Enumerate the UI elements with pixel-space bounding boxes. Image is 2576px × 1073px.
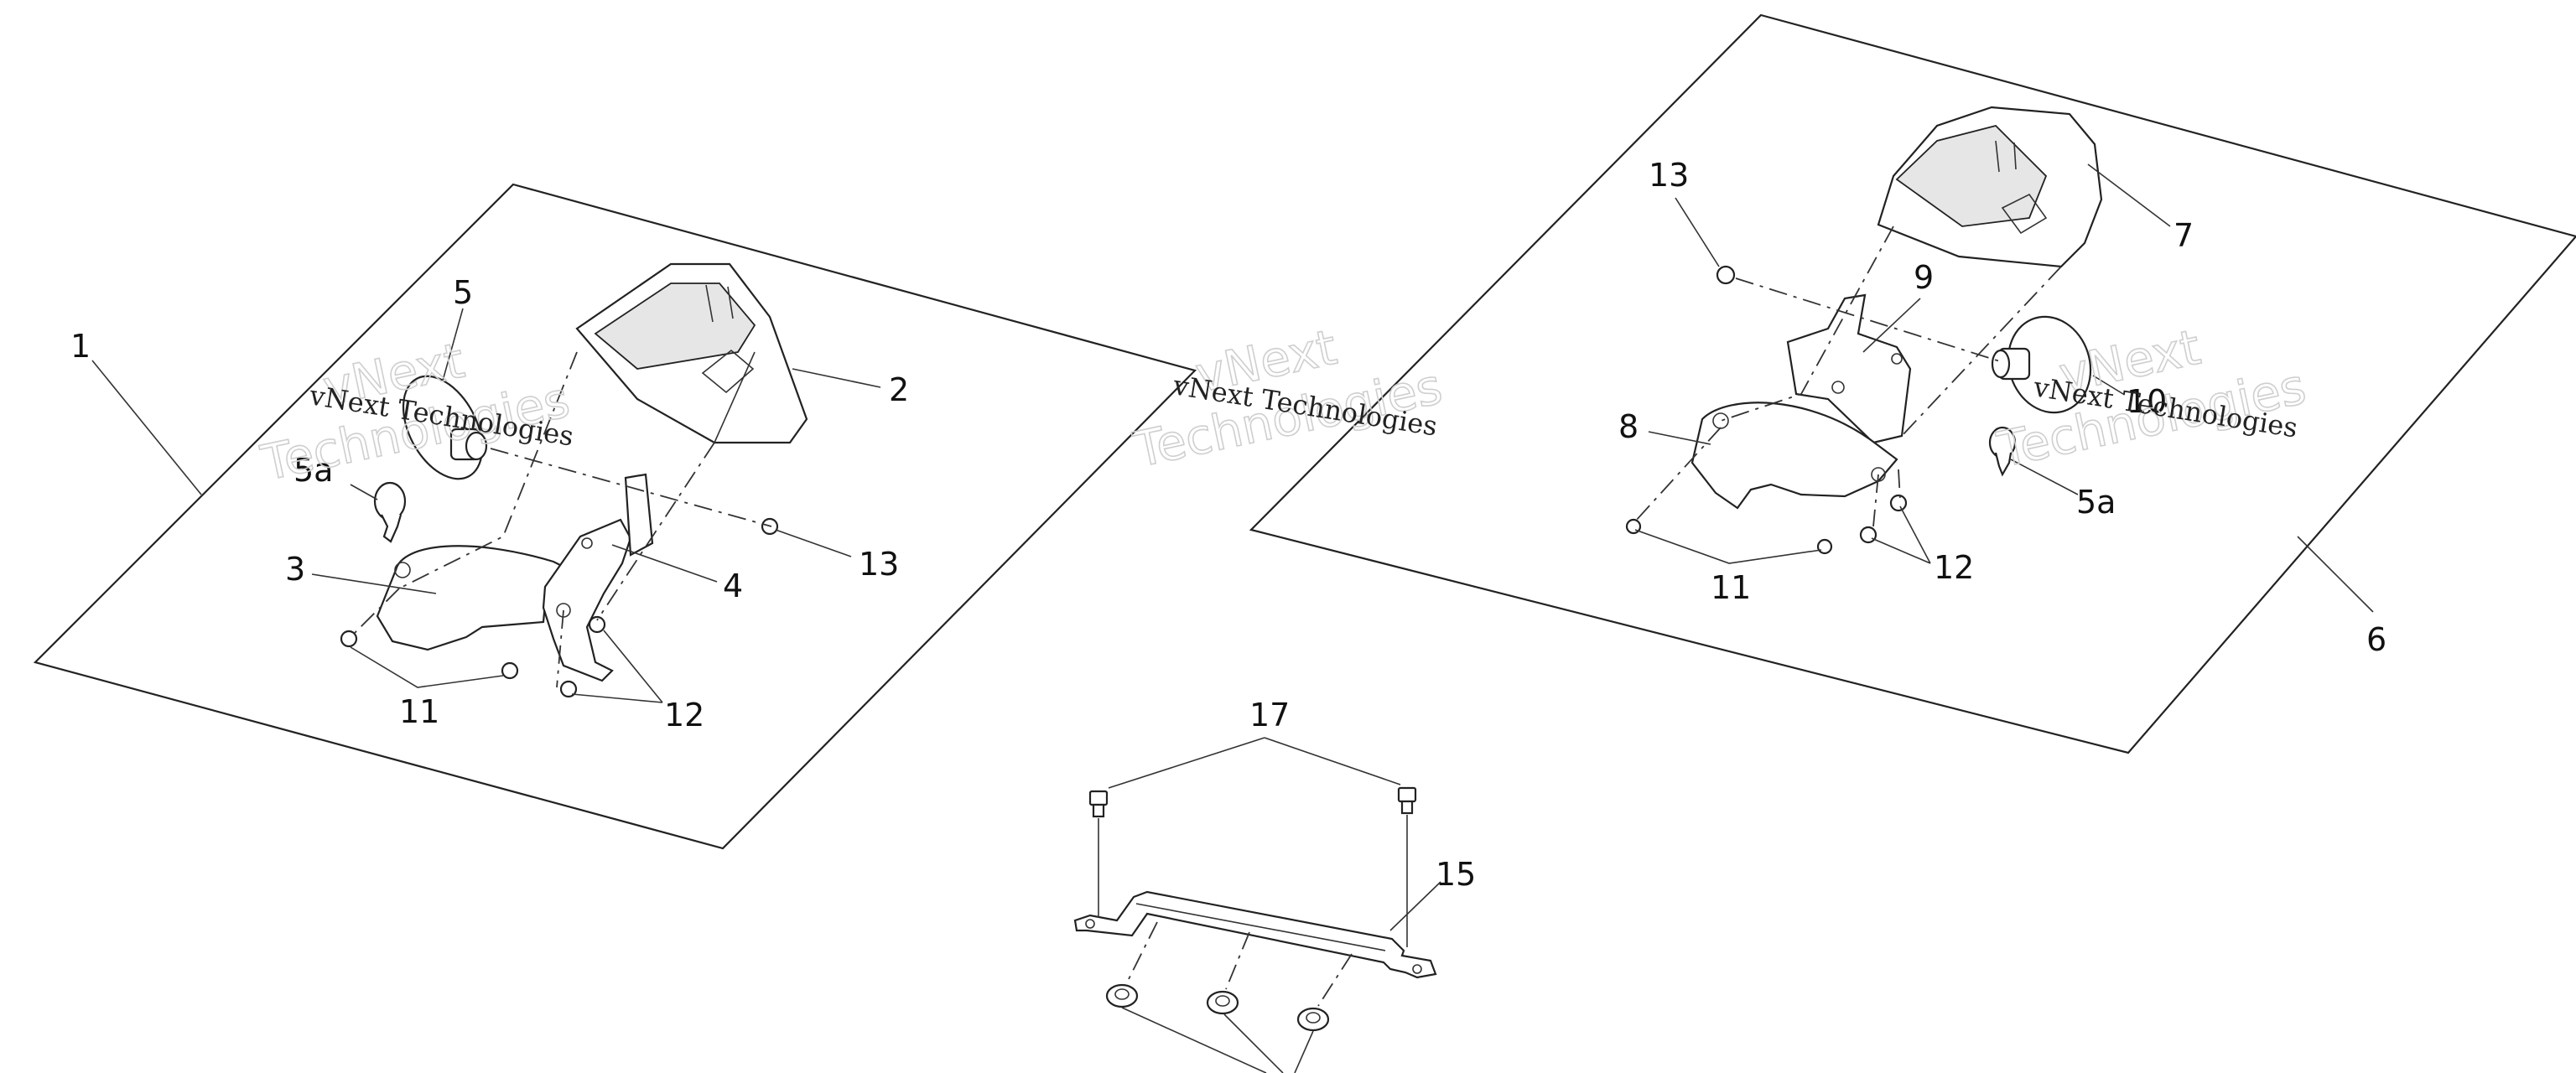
callout-13-right: 13 xyxy=(1649,157,1689,194)
callout-2: 2 xyxy=(889,371,909,408)
callout-13-left: 13 xyxy=(859,546,899,583)
right-bulb-part-5a xyxy=(1988,426,2017,477)
left-fasteners xyxy=(340,517,779,698)
bottom-nuts xyxy=(1105,983,1330,1032)
left-bulb-part-5a xyxy=(373,481,407,543)
callout-7: 7 xyxy=(2174,217,2194,254)
bottom-bolt-17-left xyxy=(1088,790,1109,818)
callout-10: 10 xyxy=(2127,383,2167,420)
left-bolt-12a xyxy=(588,615,606,634)
callout-5a-right: 5a xyxy=(2076,484,2116,521)
right-assembly-panel xyxy=(1249,13,2576,754)
right-cover-part-8 xyxy=(1690,402,1898,510)
left-assembly-panel xyxy=(33,183,1197,850)
bottom-nut-a xyxy=(1105,983,1139,1008)
left-bracket-part-4 xyxy=(542,473,654,682)
left-cover-part-3 xyxy=(376,545,589,651)
bottom-bracket-assembly xyxy=(1073,737,1441,1073)
left-assembly xyxy=(33,183,1197,850)
callout-12-left: 12 xyxy=(664,697,704,733)
callout-labels: 1 5 2 5a 3 4 13 11 12 13 7 9 8 10 5a 11 … xyxy=(70,157,2386,893)
callout-11-left: 11 xyxy=(399,693,439,730)
bottom-nut-b xyxy=(1206,990,1239,1015)
right-bracket-part-9 xyxy=(1786,293,1912,444)
callout-6: 6 xyxy=(2366,621,2386,658)
left-lamp-part-5 xyxy=(402,375,488,480)
right-lamp-part-10 xyxy=(1991,315,2092,414)
right-bolt-12b xyxy=(1889,494,1908,512)
callout-9: 9 xyxy=(1914,259,1934,296)
right-assembly xyxy=(1249,13,2576,754)
callout-3: 3 xyxy=(285,551,305,588)
bottom-nut-c xyxy=(1296,1007,1330,1032)
left-bolt-12b xyxy=(559,680,578,698)
right-nut-13 xyxy=(1716,265,1736,285)
bottom-bolt-17-right xyxy=(1397,786,1417,815)
left-screw-11a xyxy=(340,630,358,648)
right-housing-part-7 xyxy=(1877,106,2103,268)
callout-5a-left: 5a xyxy=(293,452,333,489)
callout-11-right: 11 xyxy=(1711,569,1751,606)
callout-17: 17 xyxy=(1249,697,1290,733)
callout-4: 4 xyxy=(723,568,743,604)
callout-5: 5 xyxy=(453,274,473,311)
right-bolt-12a xyxy=(1859,526,1877,544)
bottom-bracket-part-15 xyxy=(1073,890,1437,979)
left-housing-part-2 xyxy=(575,262,808,444)
right-screw-11b xyxy=(1816,538,1833,555)
callout-8: 8 xyxy=(1618,408,1639,445)
callout-12-right: 12 xyxy=(1934,549,1974,586)
callout-15: 15 xyxy=(1436,856,1476,893)
callout-1: 1 xyxy=(70,328,91,365)
left-screw-11b xyxy=(501,661,519,680)
